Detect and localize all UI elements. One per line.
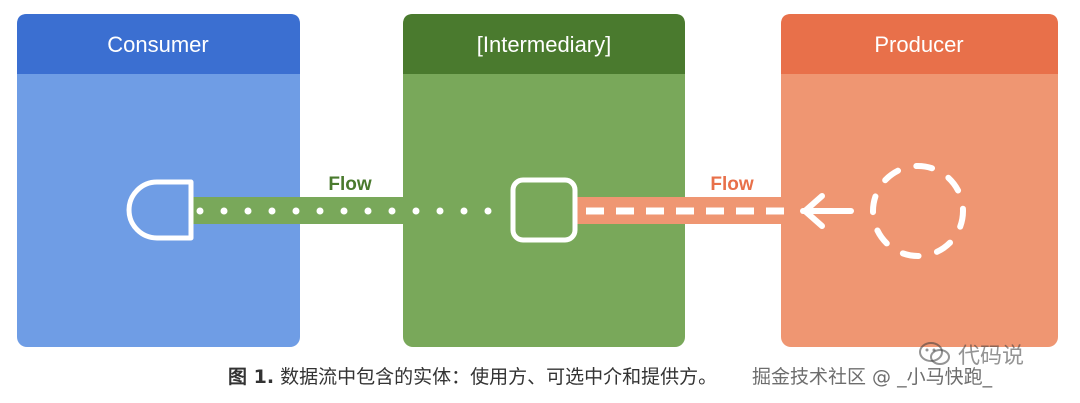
intermediary-title: [Intermediary]	[477, 32, 612, 57]
wechat-icon	[919, 342, 950, 365]
figure-number: 图 1.	[228, 366, 275, 388]
producer-title: Producer	[874, 32, 963, 57]
figure-caption: 图 1. 数据流中包含的实体：使用方、可选中介和提供方。	[228, 362, 717, 389]
watermark: 代码说	[918, 338, 1024, 370]
consumer-title: Consumer	[107, 32, 208, 57]
producer-body	[781, 14, 1058, 347]
watermark-brand: 代码说	[958, 344, 1025, 369]
flow-left: Flow	[192, 174, 514, 224]
consumer-header	[17, 14, 300, 74]
consumer-receiver-icon	[126, 179, 194, 241]
dashed-circle-icon	[870, 163, 966, 259]
intermediary-header	[403, 14, 685, 74]
producer-box: Producer	[781, 14, 1058, 347]
arrow-left-icon	[802, 193, 825, 229]
flow-right: Flow	[576, 174, 789, 224]
intermediary-node-icon	[510, 177, 578, 243]
figure-caption-text: 数据流中包含的实体：使用方、可选中介和提供方。	[280, 366, 718, 388]
producer-header	[781, 14, 1058, 74]
flow-left-label: Flow	[328, 174, 371, 195]
watermark-sub: 掘金技术社区 @ _小马快跑_	[752, 366, 993, 388]
flow-right-label: Flow	[710, 174, 753, 195]
producer-emitter	[800, 163, 966, 259]
